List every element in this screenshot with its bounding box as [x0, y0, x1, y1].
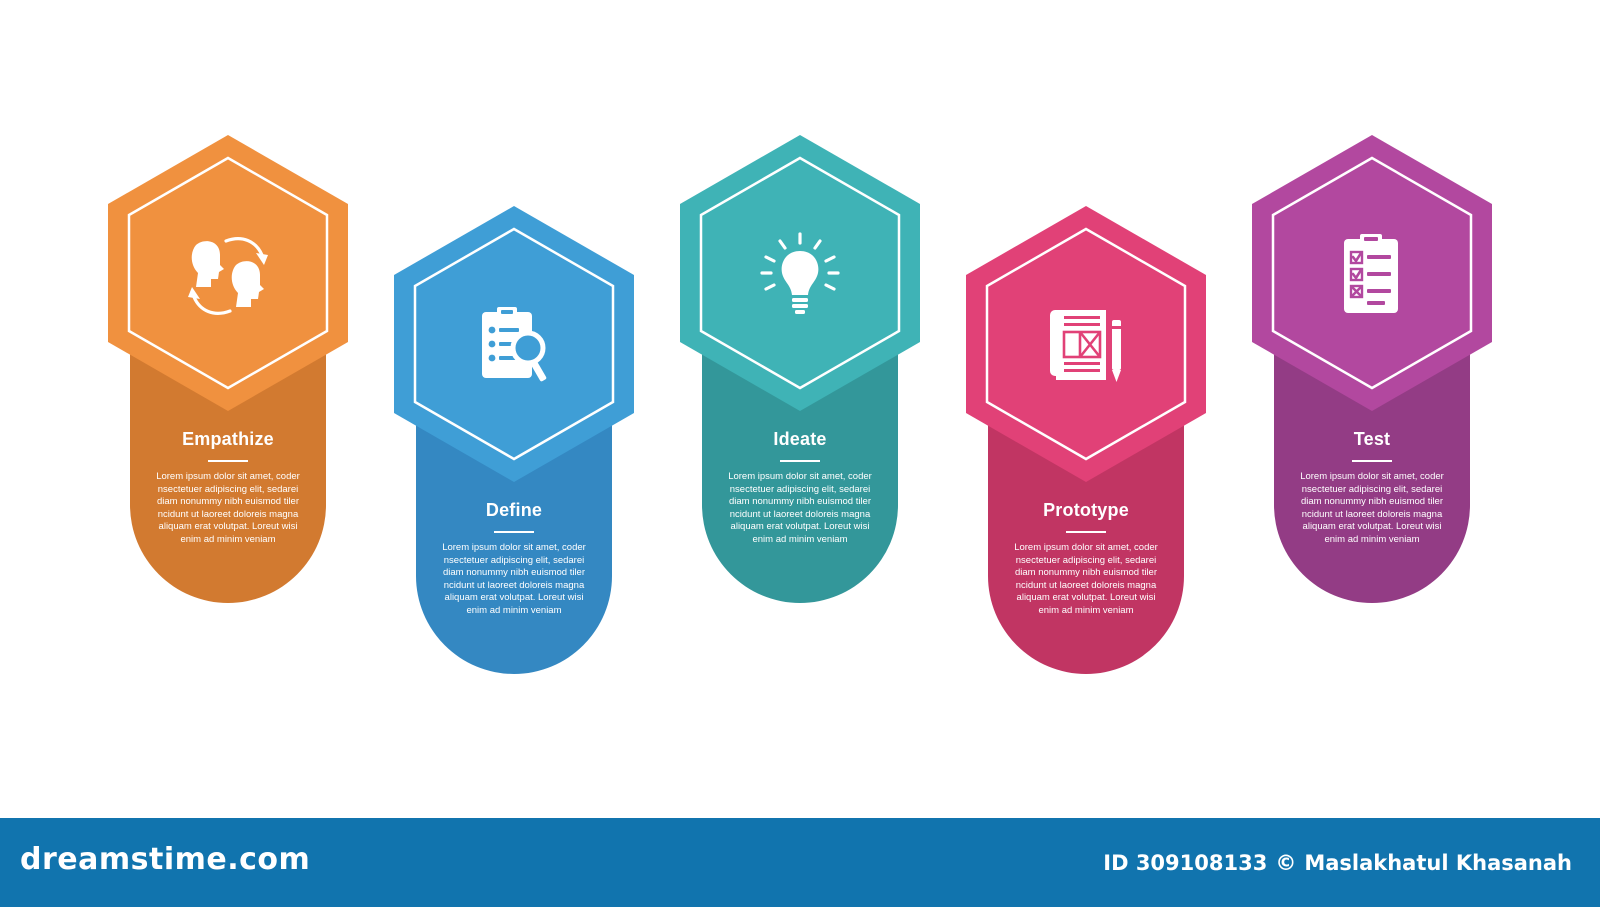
title-underline — [1352, 460, 1392, 462]
hexagon-outline — [985, 227, 1187, 461]
step-title: Define — [485, 500, 543, 520]
step-shape — [108, 135, 348, 603]
hexagon-outline — [1271, 156, 1473, 390]
clipboard-magnifier-icon — [482, 307, 547, 382]
blueprint-pencil-icon — [1050, 310, 1121, 382]
checklist-clipboard-icon — [1344, 234, 1398, 313]
brand-logo: dreamstime.com — [20, 842, 311, 877]
step-title: Prototype — [1043, 500, 1129, 520]
two-heads-exchange-icon — [188, 237, 268, 315]
title-underline — [1066, 531, 1106, 533]
hexagon-outline — [127, 156, 329, 390]
footer-bar: dreamstime.com ID 309108133 © Maslakhatul … — [0, 818, 1600, 907]
design-thinking-infographic: Empathize Lorem ipsum dolor sit amet, co… — [108, 135, 1492, 686]
step-pill — [416, 416, 612, 674]
title-underline — [494, 531, 534, 533]
copyright-symbol: © — [1275, 851, 1297, 875]
step-empathize: Empathize Lorem ipsum dolor sit amet, co… — [108, 135, 348, 615]
step-description: Lorem ipsum dolor sit amet, coder nsecte… — [156, 471, 300, 545]
step-ideate: Ideate Lorem ipsum dolor sit amet, coder… — [680, 135, 920, 615]
step-description: Lorem ipsum dolor sit amet, coder nsecte… — [1300, 471, 1444, 545]
step-prototype: Prototype Lorem ipsum dolor sit amet, co… — [966, 206, 1206, 686]
step-description: Lorem ipsum dolor sit amet, coder nsecte… — [442, 542, 586, 616]
hexagon-outline — [699, 156, 901, 390]
step-pill — [988, 416, 1184, 674]
step-pill — [702, 345, 898, 603]
author-name: Maslakhatul Khasanah — [1304, 851, 1572, 875]
step-shape — [680, 135, 920, 603]
step-title: Ideate — [773, 429, 827, 449]
title-underline — [780, 460, 820, 462]
title-underline — [208, 460, 248, 462]
hexagon-outline — [413, 227, 615, 461]
step-description: Lorem ipsum dolor sit amet, coder nsecte… — [728, 471, 872, 545]
light-bulb-icon — [760, 232, 840, 314]
step-pill — [130, 345, 326, 603]
step-hexagon — [108, 135, 348, 411]
image-credit: ID 309108133 © Maslakhatul Khasanah — [1103, 851, 1572, 875]
image-id: ID 309108133 — [1103, 851, 1268, 875]
step-description: Lorem ipsum dolor sit amet, coder nsecte… — [1014, 542, 1158, 616]
step-test: Test Lorem ipsum dolor sit amet, coder n… — [1252, 135, 1492, 615]
step-title: Test — [1353, 429, 1391, 449]
step-title: Empathize — [182, 429, 274, 449]
step-pill — [1274, 345, 1470, 603]
step-define: Define Lorem ipsum dolor sit amet, coder… — [394, 206, 634, 686]
